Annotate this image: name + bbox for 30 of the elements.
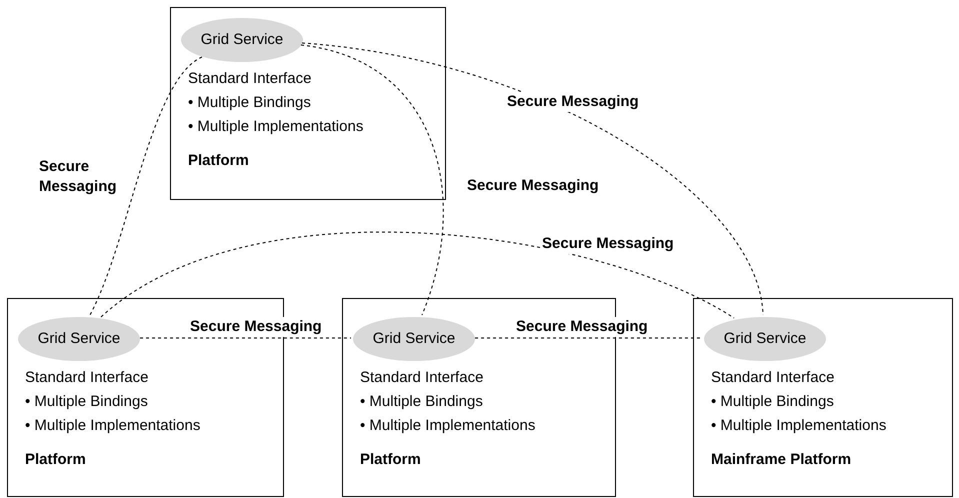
edge-label: Secure Messaging [540,234,676,254]
interface-heading: Standard Interface [711,369,834,387]
interface-heading: Standard Interface [25,369,148,387]
edge-label: Secure Messaging [514,317,650,337]
dashed-connector [100,232,734,318]
platform-name: Platform [360,451,421,469]
platform-box [170,7,446,200]
bullet-item: • Multiple Implementations [360,417,536,435]
bullet-item: • Multiple Bindings [711,393,834,411]
interface-heading: Standard Interface [360,369,484,387]
dashed-connector [300,44,444,316]
bullet-item: • Multiple Bindings [188,94,311,112]
edge-label: Secure Messaging [505,92,641,112]
bullet-item: • Multiple Implementations [25,417,200,435]
bullet-item: • Multiple Implementations [711,417,886,435]
edge-label: Secure Messaging [188,317,324,337]
platform-box [693,298,953,497]
bullet-item: • Multiple Implementations [188,118,364,136]
dashed-connector [90,56,202,316]
service-ellipse: Grid Service [704,317,826,361]
interface-heading: Standard Interface [188,70,312,88]
edge-label: Secure Messaging [465,176,601,196]
service-ellipse: Grid Service [18,317,140,361]
service-ellipse: Grid Service [353,317,475,361]
platform-name: Mainframe Platform [711,451,852,469]
service-ellipse: Grid Service [181,18,303,62]
platform-name: Platform [25,451,86,469]
bullet-item: • Multiple Bindings [25,393,148,411]
bullet-item: • Multiple Bindings [360,393,483,411]
platform-name: Platform [188,152,249,170]
